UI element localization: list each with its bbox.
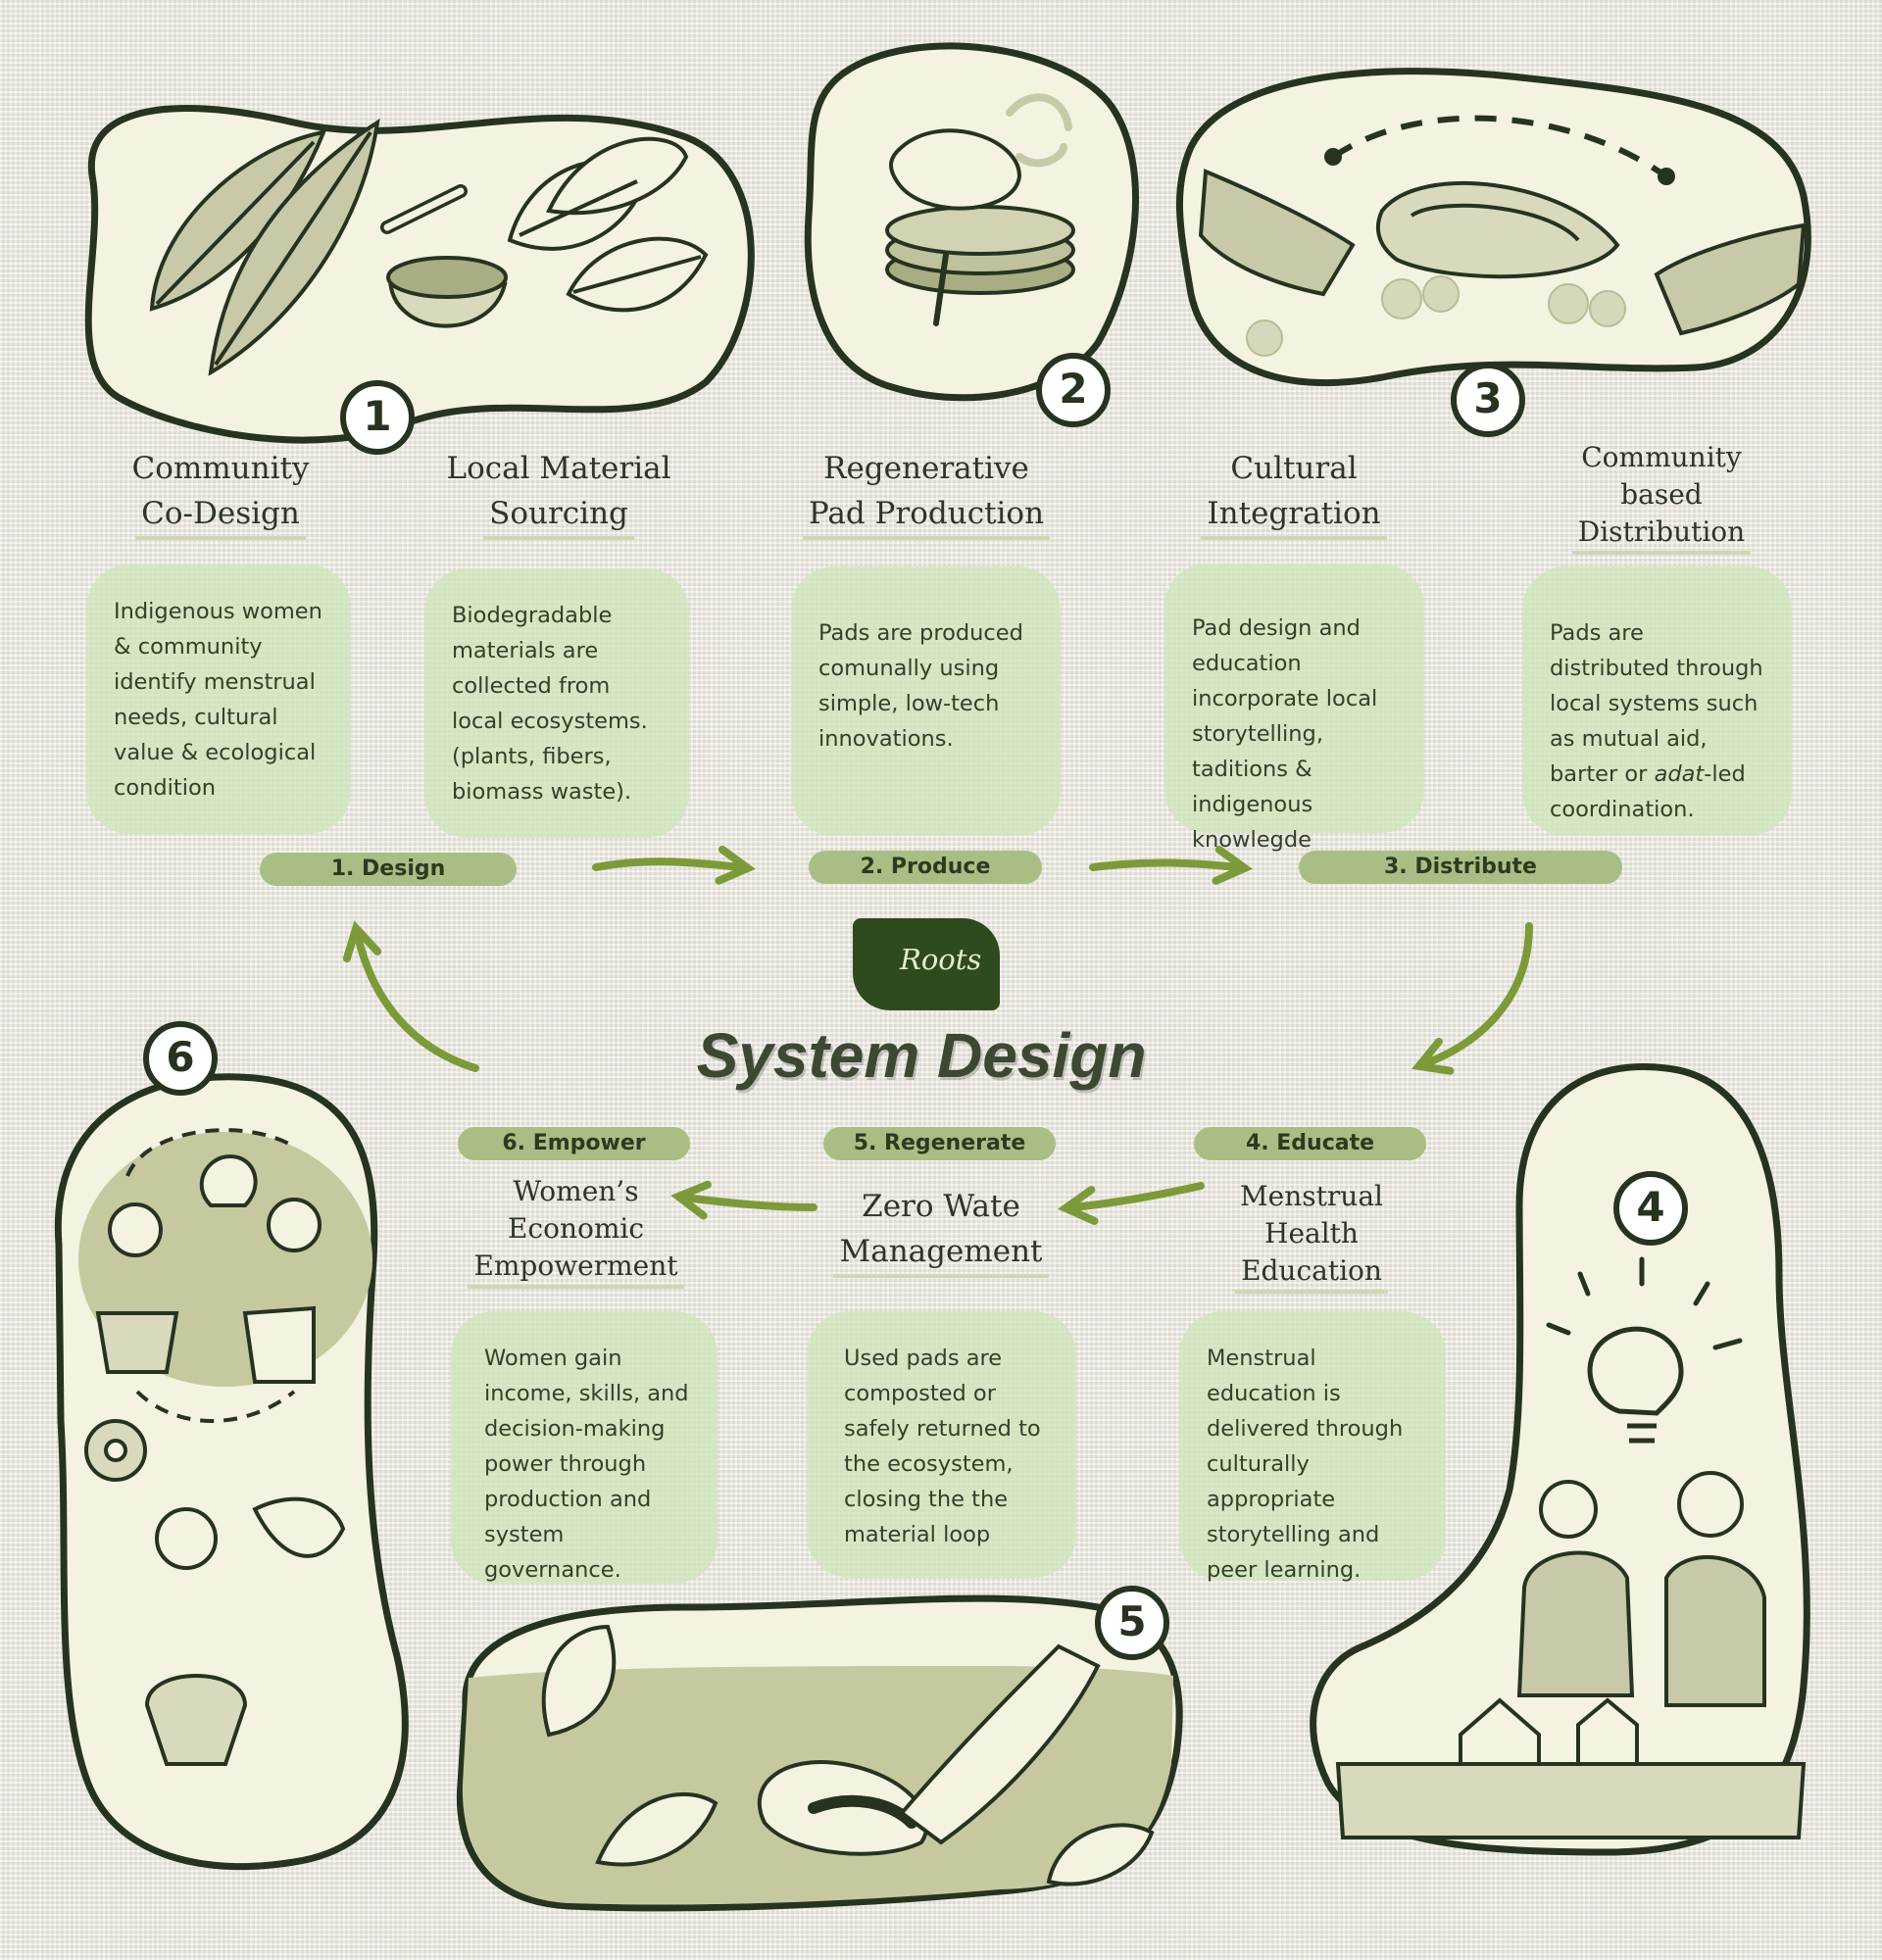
page-title: System Design [696,1020,1147,1091]
blob-4-educate-illustration [1310,1063,1810,1856]
arrow-empower-to-design [342,920,479,1072]
card-womens-economic-empowerment: Women gain income, skills, and decision-… [451,1311,718,1584]
step-number-3: 3 [1451,363,1525,437]
title-zero-waste-management: Zero Wate Management [814,1184,1068,1278]
arrow-design-to-produce [592,845,756,885]
hands-pad-icon [1198,169,1807,336]
step-number-6: 6 [143,1021,218,1096]
roots-logo-text: Roots [900,943,982,976]
stage-pill-empower: 6. Empower [458,1127,690,1160]
pad-stack-icon [885,128,1075,326]
mortar-icon [380,184,508,328]
feather-leaf-icon [149,118,380,376]
title-menstrual-health-education: Menstrual Health Education [1184,1178,1439,1294]
woman-grinding-icon [144,1496,346,1766]
cycle-arrows [342,845,1533,1225]
title-womens-economic-empowerment: Women’s Economic Empowerment [436,1173,716,1289]
blob-5-regenerate-illustration [456,1594,1183,1912]
card-community-based-distribution: Pads are distributed through local syste… [1522,566,1792,836]
step-number-5: 5 [1095,1586,1169,1660]
step-number-1: 1 [340,380,415,455]
arrow-educate-to-regenerate [1058,1182,1205,1225]
card-cultural-integration: Pad design and education incorporate loc… [1164,564,1424,853]
stage-pill-educate: 4. Educate [1194,1127,1426,1160]
arrow-produce-to-distribute [1089,845,1253,885]
leafy-plant-icon [507,136,709,313]
card-community-co-design: Indigenous women & community identify me… [86,564,351,834]
stage-pill-produce: 2. Produce [809,851,1042,884]
arc-start-dot [1324,148,1342,166]
stage-pill-distribute: 3. Distribute [1299,851,1622,884]
village-houses-icon [1335,1697,1807,1839]
lightbulb-icon [1546,1256,1743,1444]
card-local-material-sourcing: Biodegradable materials are collected fr… [424,568,689,838]
dashed-cycle [125,1128,296,1423]
recycle-arrows-icon [1006,93,1072,168]
title-community-based-distribution: Community based Distribution [1539,439,1784,555]
arc-end-dot [1658,168,1675,185]
card-regenerative-pad-production: Pads are produced comunally using simple… [791,566,1061,836]
title-local-material-sourcing: Local Material Sourcing [421,446,696,540]
title-cultural-integration: Cultural Integration [1166,446,1421,540]
dashed-arc [1331,115,1668,179]
title-community-co-design: Community Co-Design [98,446,343,540]
blob-6-empower-illustration [54,1073,409,1871]
compost-leaf-icon [541,1624,1155,1886]
stage-pill-design: 1. Design [260,853,517,886]
step-number-2: 2 [1036,353,1111,427]
hand-composting-icon [757,1643,1101,1856]
card-menstrual-health-education: Menstrual education is delivered through… [1179,1311,1446,1583]
step-number-4: 4 [1613,1171,1688,1246]
blob-2-produce-illustration [804,42,1140,402]
people-learning-icon [1516,1471,1766,1707]
stage-pill-regenerate: 5. Regenerate [823,1127,1056,1160]
arrow-regenerate-to-empower [670,1180,817,1220]
gear-icon [84,1419,147,1482]
tree-row-icon [1246,275,1626,357]
title-regenerative-pad-production: Regenerative Pad Production [784,446,1068,540]
blob-1-design-illustration [84,105,755,444]
arrow-distribute-to-educate [1412,922,1533,1075]
card-zero-waste-management: Used pads are composted or safely return… [807,1311,1076,1578]
blob-3-distribute-illustration [1176,68,1811,387]
roots-logo [853,918,1000,1010]
women-working-icon [95,1153,322,1384]
